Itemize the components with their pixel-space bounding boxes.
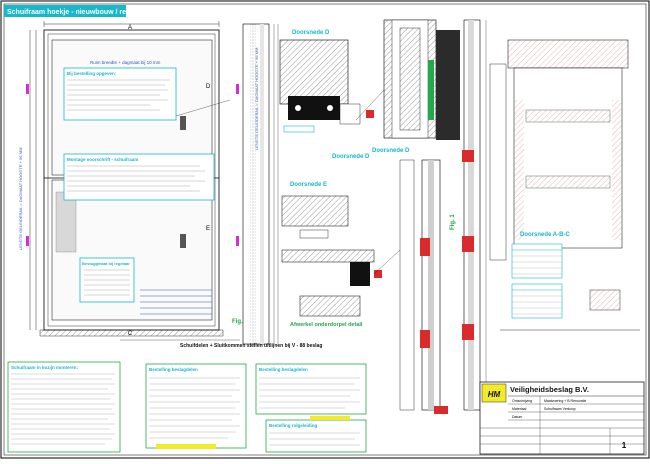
sheet-number: 1 — [622, 441, 627, 450]
tb-field-3: Datum — [512, 415, 522, 419]
section-abc: Doorsnede A-B-C — [489, 39, 640, 331]
dim-top-label: Ruim breedte + dagmaat bij 10 mm — [90, 60, 161, 65]
note-bestelling-rol: Bestelling beslagdelen — [255, 363, 367, 415]
section-d-frame-label: Doorsnede D — [372, 148, 410, 154]
caption-sluitkommen: Schuifdelen + Sluitkommen stellen uitlij… — [180, 343, 322, 349]
tb-field-1: Omschrijving — [512, 399, 532, 403]
tb-field-2: Materiaal — [512, 407, 527, 411]
section-d-label: Doorsnede D — [292, 30, 330, 36]
note-bestug: Bestuggmaat bij regelaar — [79, 257, 135, 303]
note-schuifraam: Schuifraam in kozijn monteren: — [7, 361, 121, 453]
scale-mark-a: A — [128, 25, 132, 31]
section-d2-label: Doorsnede D — [332, 154, 370, 160]
title-banner: Schuifraam hoekje - nieuwbouw / renovati… — [7, 9, 151, 16]
rail-dim-label: LENGTE GELEIDERAIL = DAGMAAT HOOGTE + 96… — [254, 48, 259, 150]
note-bestel: Bij bestelling opgeven: — [63, 67, 177, 121]
rail-column: LENGTE GELEIDERAIL = DAGMAAT HOOGTE + 96… — [242, 23, 270, 345]
title-banner-bg — [4, 5, 126, 17]
svg-text:Bestelling beslagdelen: Bestelling beslagdelen — [259, 367, 308, 372]
detail-label: Afwerkel onderdorpel detail — [290, 322, 363, 328]
company-name: Veiligheidsbeslag B.V. — [510, 385, 589, 394]
section-e-label: Doorsnede E — [290, 182, 327, 188]
scale-mark-d: D — [206, 84, 211, 90]
note-rolgeleiding: Bestelling rolgeleiding — [265, 419, 367, 453]
svg-text:Bestuggmaat bij regelaar: Bestuggmaat bij regelaar — [82, 261, 130, 266]
section-abc-label: Doorsnede A-B-C — [520, 232, 570, 238]
scale-mark-e: E — [206, 226, 210, 232]
svg-text:Bestelling beslagdelen: Bestelling beslagdelen — [149, 367, 198, 372]
svg-text:Bestelling rolgeleiding: Bestelling rolgeleiding — [269, 423, 318, 428]
frame-section: Doorsnede D — [372, 19, 460, 154]
svg-text:Montage voorschrift - schuifra: Montage voorschrift - schuifraam — [67, 157, 138, 162]
note-montage: Montage voorschrift - schuifraam — [63, 153, 215, 201]
svg-text:Schuifraam in kozijn monteren:: Schuifraam in kozijn monteren: — [11, 365, 79, 370]
scale-mark-c: C — [128, 331, 133, 337]
section-d-detail: Doorsnede D — [279, 30, 374, 133]
svg-text:Bij bestelling opgeven:: Bij bestelling opgeven: — [67, 71, 117, 76]
company-logo: HM — [488, 390, 501, 399]
title-block: HM Veiligheidsbeslag B.V. Omschrijving M… — [479, 381, 645, 455]
right-rail — [462, 19, 487, 411]
note-dim-stack — [140, 289, 212, 315]
tb-value-1: Maatvoering + B Renovatie — [544, 399, 586, 403]
center-rail: Fig. 1 — [399, 159, 456, 414]
section-e-detail: Doorsnede E Afwerkel onderdorpel detail — [281, 182, 382, 328]
tb-value-2: Schuifraam Verkoop — [544, 407, 576, 411]
dim-left-label: LENGTE GELEIDERAIL = DAGMAAT HOOGTE + 96… — [18, 148, 23, 250]
note-bestelling-beslag: Bestelling beslagdelen — [145, 363, 247, 449]
fig-label-center: Fig. 1 — [450, 214, 456, 230]
fig-label-left: Fig. 1 — [232, 319, 248, 325]
